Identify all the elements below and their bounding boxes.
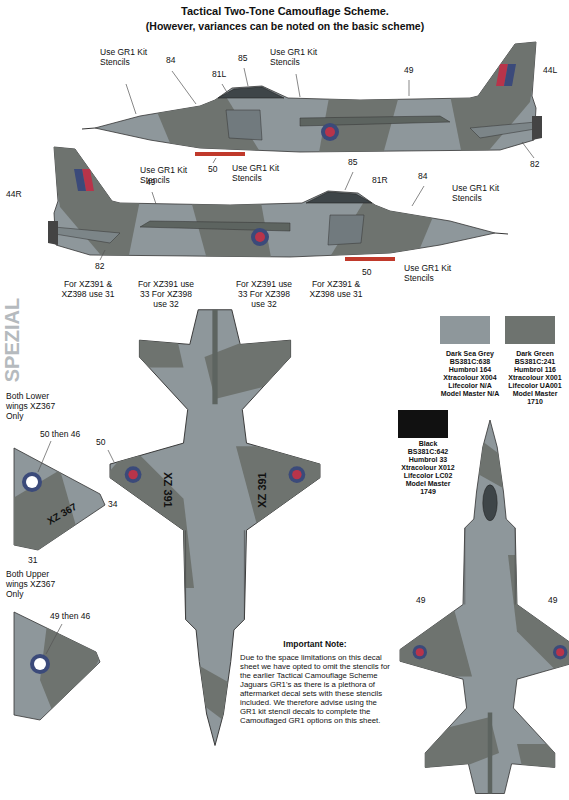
serial-decal: XZ 391	[162, 472, 175, 507]
callout-number: 50 then 46	[40, 430, 80, 440]
watermark: SPEZIAL	[1, 298, 24, 382]
wing-note: Both Upper wings XZ367 Only	[6, 570, 56, 599]
sheet-title: Tactical Two-Tone Camouflage Scheme.	[110, 5, 460, 18]
callout-number: 82	[95, 262, 104, 272]
callout-number: 84	[166, 56, 175, 66]
stencil-note: Use GR1 Kit Stencils	[232, 164, 287, 184]
stencil-note: Use GR1 Kit Stencils	[100, 48, 155, 68]
note-body: Due to the space limitations on this dec…	[240, 654, 390, 726]
legend-text: Dark Green BS381C:241 Humbrol 116 Xtraco…	[505, 350, 565, 406]
callout-number: 84	[418, 172, 427, 182]
stencil-note: Use GR1 Kit Stencils	[404, 264, 459, 284]
upper-wing-panel	[14, 600, 110, 730]
callout-number: 49	[548, 596, 557, 606]
color-swatch	[505, 316, 555, 344]
color-swatch	[398, 410, 448, 438]
callout-number: 50	[96, 438, 105, 448]
callout-number: 82	[530, 160, 539, 170]
callout-number: 49	[404, 66, 413, 76]
option-note: For XZ391 & XZ398 use 31	[304, 280, 368, 300]
callout-number: 81L	[212, 70, 226, 80]
callout-number: 49	[416, 596, 425, 606]
callout-number: 44R	[6, 190, 22, 200]
leader-lines	[38, 68, 534, 654]
side-view-right	[48, 145, 508, 263]
option-note: For XZ391 & XZ398 use 31	[56, 280, 120, 300]
callout-number: 44L	[543, 66, 557, 76]
serial-decal: XZ 391	[256, 472, 269, 507]
note-heading: Important Note:	[240, 640, 390, 650]
sheet-subtitle: (However, variances can be noted on the …	[110, 20, 460, 32]
upper-view	[391, 420, 569, 794]
legend-text: Black BS381C:642 Humbrol 33 Xtracolour X…	[398, 440, 458, 496]
stencil-note: Use GR1 Kit Stencils	[452, 184, 510, 204]
callout-number: 81R	[372, 176, 388, 186]
stencil-note: Use GR1 Kit Stencils	[270, 48, 325, 68]
legend-text: Dark Sea Grey BS381C:638 Humbrol 164 Xtr…	[440, 350, 500, 398]
callout-number: 34	[108, 500, 117, 510]
wing-note: Both Lower wings XZ367 Only	[6, 392, 56, 421]
callout-number: 85	[238, 54, 247, 64]
option-note: For XZ391 use 33 For XZ398 use 32	[234, 280, 294, 309]
callout-number: 50	[362, 268, 371, 278]
color-swatch	[440, 316, 490, 344]
callout-number: 85	[348, 158, 357, 168]
callout-number: 50	[208, 165, 217, 175]
option-note: For XZ391 use 33 For XZ398 use 32	[136, 280, 196, 309]
callout-number: 31	[28, 556, 37, 566]
callout-number: 49	[146, 178, 155, 188]
lower-wing-panel	[10, 448, 105, 560]
side-view-left	[82, 40, 542, 158]
callout-number: 49 then 46	[50, 612, 90, 622]
